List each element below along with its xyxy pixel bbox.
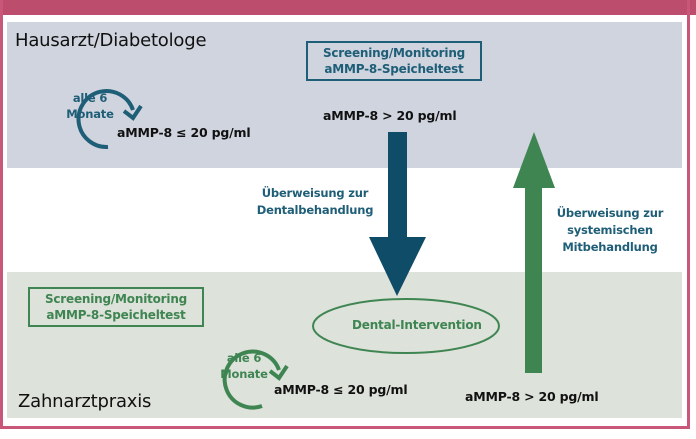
frame-right-border: [687, 0, 690, 429]
section-title-dental: Zahnarztpraxis: [18, 391, 152, 412]
referral-up-arrow-icon: [513, 132, 555, 373]
frame-left-border: [0, 0, 3, 429]
cycle-label-bottom: alle 6 Monate: [218, 350, 270, 382]
screening-box-top: Screening/Monitoring aMMP-8-Speicheltest: [306, 41, 482, 81]
frame-top-bar: [0, 0, 696, 15]
cycle-label-top-line1: alle 6: [72, 91, 108, 105]
threshold-low-top: aMMP-8 ≤ 20 pg/ml: [117, 125, 251, 140]
screening-box-top-line2: aMMP-8-Speicheltest: [324, 62, 464, 76]
cycle-label-top-line2: Monate: [66, 107, 114, 121]
dental-intervention-ellipse: [312, 298, 500, 354]
cycle-arrow-icon-top: [76, 89, 143, 150]
referral-systemic-label-line3: Mitbehandlung: [562, 240, 658, 254]
frame-bottom-border: [0, 426, 690, 429]
threshold-high-top: aMMP-8 > 20 pg/ml: [323, 108, 457, 123]
threshold-low-bottom: aMMP-8 ≤ 20 pg/ml: [274, 382, 408, 397]
threshold-high-bottom: aMMP-8 > 20 pg/ml: [465, 389, 599, 404]
cycle-label-bottom-line1: alle 6: [226, 351, 262, 365]
referral-systemic-label-line1: Überweisung zur: [556, 206, 664, 220]
screening-box-bottom: Screening/Monitoring aMMP-8-Speicheltest: [28, 287, 204, 327]
referral-dental-label-line1: Überweisung zur: [261, 186, 369, 200]
screening-box-bottom-line1: Screening/Monitoring: [44, 292, 188, 306]
screening-box-top-line1: Screening/Monitoring: [322, 46, 466, 60]
referral-dental-label: Überweisung zur Dentalbehandlung: [240, 185, 390, 219]
referral-down-arrow-icon: [369, 132, 426, 296]
section-title-gp: Hausarzt/Diabetologe: [15, 30, 207, 51]
referral-dental-label-line2: Dentalbehandlung: [256, 203, 374, 217]
screening-box-bottom-line2: aMMP-8-Speicheltest: [46, 308, 186, 322]
referral-systemic-label-line2: systemischen: [567, 223, 653, 237]
referral-systemic-label: Überweisung zur systemischen Mitbehandlu…: [545, 205, 675, 256]
cycle-arrow-icon-bottom: [222, 349, 289, 410]
dental-intervention-label: Dental-Intervention: [352, 318, 482, 332]
dental-practice-panel: [7, 272, 682, 418]
cycle-label-bottom-line2: Monate: [220, 367, 268, 381]
cycle-label-top: alle 6 Monate: [65, 90, 115, 122]
